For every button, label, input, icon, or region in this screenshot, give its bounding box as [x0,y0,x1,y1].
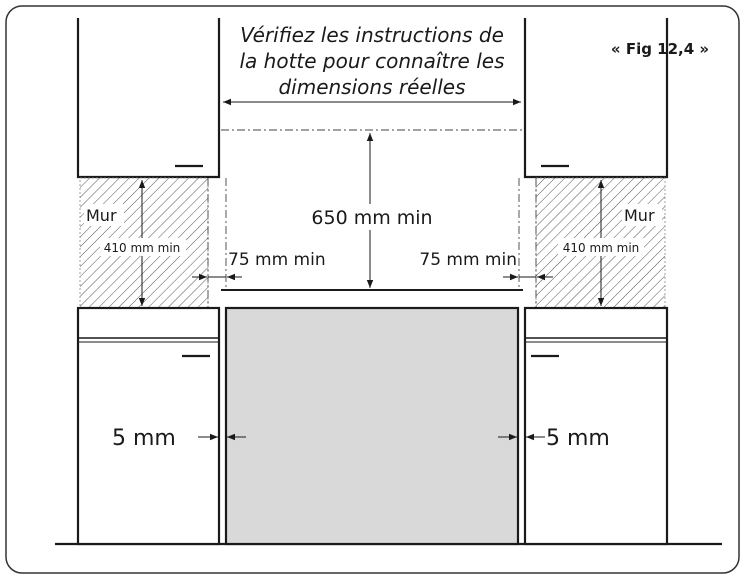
right-base-cabinet [523,306,669,546]
side-clearance-label-right: 75 mm min [419,250,517,270]
gap-label-left: 5 mm [112,426,176,451]
guide-lines [207,129,537,308]
wall-label-left: Mur [86,206,117,225]
note-line-3: dimensions réelles [278,75,465,99]
figure-label: « Fig 12,4 » [611,40,709,58]
side-clearance-label-left: 75 mm min [228,250,326,270]
hood-clearance-label: 650 mm min [311,207,432,229]
figure-frame [5,5,740,574]
left-upper-cabinet [76,18,221,179]
note-line-1: Vérifiez les instructions de [240,23,504,47]
wall-height-label-left: 410 mm min [104,241,181,255]
note-line-2: la hotte pour connaître les [239,49,504,73]
right-upper-cabinet [523,18,669,179]
range-appliance [224,306,520,546]
left-base-cabinet [76,306,221,546]
gap-label-right: 5 mm [546,426,610,451]
wall-label-right: Mur [624,206,655,225]
wall-height-label-right: 410 mm min [563,241,640,255]
